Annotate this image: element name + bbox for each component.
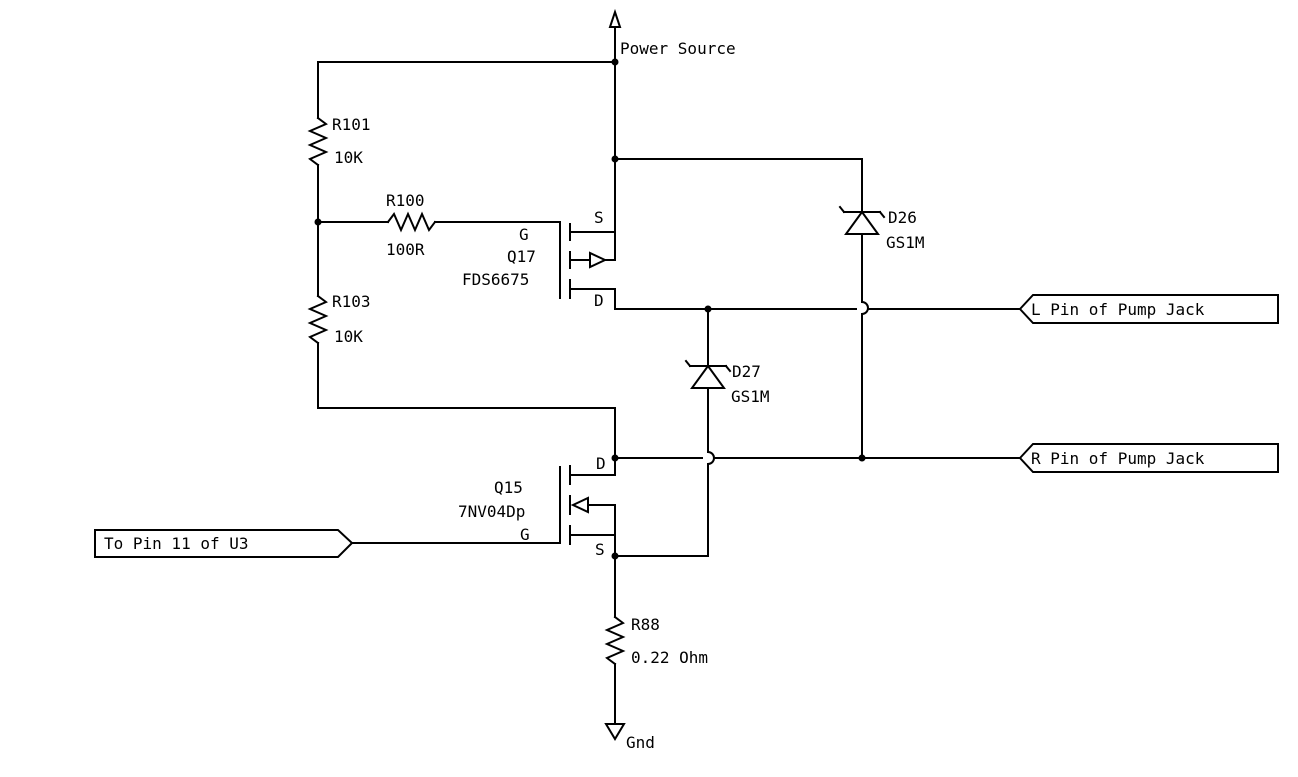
- port-r-pin: [1018, 443, 1279, 473]
- port-l-pin-label: L Pin of Pump Jack: [1031, 300, 1205, 319]
- transistor-q15: [559, 457, 616, 557]
- resistor-r103: [307, 221, 616, 409]
- r101-value: 10K: [334, 148, 363, 167]
- resistor-r100: [317, 211, 561, 233]
- d27-ref: D27: [732, 362, 761, 381]
- ground-label: Gnd: [626, 733, 655, 752]
- r100-ref: R100: [386, 191, 425, 210]
- q17-source-label: S: [594, 208, 604, 227]
- ground-symbol: [604, 723, 626, 741]
- r88-ref: R88: [631, 615, 660, 634]
- r100-value: 100R: [386, 240, 425, 259]
- q15-part: 7NV04Dp: [458, 502, 525, 521]
- q17-ref: Q17: [507, 247, 536, 266]
- diode-d26: [838, 158, 886, 459]
- diode-d27: [684, 308, 732, 557]
- r103-ref: R103: [332, 292, 371, 311]
- junction-r-net: [858, 454, 866, 462]
- q17-part: FDS6675: [462, 270, 529, 289]
- r88-value: 0.22 Ohm: [631, 648, 708, 667]
- port-u3-pin-label: To Pin 11 of U3: [104, 534, 249, 553]
- r101-ref: R101: [332, 115, 371, 134]
- port-r-pin-label: R Pin of Pump Jack: [1031, 449, 1205, 468]
- power-source-label: Power Source: [620, 39, 736, 58]
- q15-source-label: S: [595, 540, 605, 559]
- q15-drain-label: D: [596, 454, 606, 473]
- d26-ref: D26: [888, 208, 917, 227]
- power-source-symbol: [608, 8, 622, 63]
- q17-gate-label: G: [519, 225, 529, 244]
- port-l-pin: [1018, 294, 1279, 324]
- d27-part: GS1M: [731, 387, 770, 406]
- d26-part: GS1M: [886, 233, 925, 252]
- resistor-r101: [307, 61, 329, 223]
- port-u3-pin: [94, 529, 354, 558]
- q15-gate-label: G: [520, 525, 530, 544]
- q15-ref: Q15: [494, 478, 523, 497]
- transistor-q17: [559, 61, 616, 310]
- r103-value: 10K: [334, 327, 363, 346]
- q17-drain-label: D: [594, 291, 604, 310]
- resistor-r88: [604, 555, 626, 725]
